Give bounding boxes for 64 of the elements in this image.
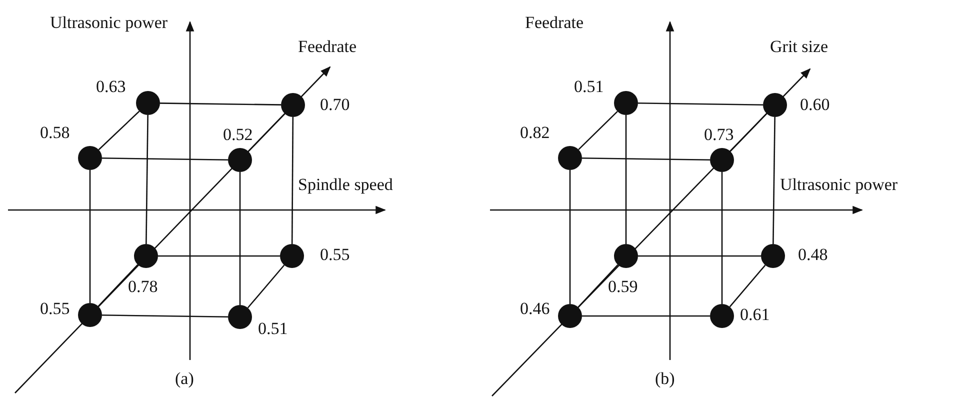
cube-edge <box>247 264 285 308</box>
cube-edge <box>582 158 710 160</box>
axis-label: Ultrasonic power <box>780 176 898 193</box>
cube-edge <box>239 172 241 305</box>
data-point <box>78 303 102 327</box>
value-label: 0.46 <box>520 300 550 317</box>
cube-edge <box>772 117 776 244</box>
cube-edge <box>102 314 228 318</box>
axis-label: Spindle speed <box>298 176 393 193</box>
value-label: 0.82 <box>520 124 550 141</box>
cube-edge <box>160 102 281 106</box>
value-label: 0.55 <box>40 300 70 317</box>
data-point <box>614 244 638 268</box>
panel-label: (a) <box>175 370 194 387</box>
cube-edge <box>638 102 763 106</box>
value-label: 0.70 <box>320 96 350 113</box>
data-point <box>710 148 734 172</box>
data-point <box>228 148 252 172</box>
cube-edge <box>291 117 294 244</box>
panel-label: (b) <box>655 370 675 387</box>
cube-edge <box>89 170 91 303</box>
cube-edge <box>730 113 768 152</box>
cube-edge <box>582 315 710 317</box>
axis-label: Feedrate <box>525 14 584 31</box>
value-label: 0.63 <box>96 78 126 95</box>
cube-edge <box>721 172 723 304</box>
value-label: 0.59 <box>608 278 638 295</box>
cube-edge <box>625 115 627 244</box>
value-label: 0.73 <box>704 126 734 143</box>
cube-edge <box>146 115 148 244</box>
cube-edge <box>98 264 138 307</box>
data-point <box>761 244 785 268</box>
value-label: 0.51 <box>258 320 288 337</box>
data-point <box>614 91 638 115</box>
value-label: 0.55 <box>320 246 350 263</box>
cube-edge <box>729 264 766 308</box>
cube-edge <box>569 170 571 304</box>
value-label: 0.52 <box>223 126 253 143</box>
axis-label: Ultrasonic power <box>50 14 168 31</box>
cube-edge <box>248 113 286 152</box>
axis-label: Grit size <box>770 38 828 55</box>
value-label: 0.61 <box>740 306 770 323</box>
axis-label: Feedrate <box>298 38 357 55</box>
cube-edge <box>158 255 280 257</box>
value-label: 0.78 <box>128 278 158 295</box>
data-point <box>558 146 582 170</box>
value-label: 0.48 <box>798 246 828 263</box>
cube-edge <box>98 110 140 150</box>
data-point <box>136 91 160 115</box>
data-point <box>710 304 734 328</box>
cube-edge <box>578 110 618 150</box>
data-point <box>280 244 304 268</box>
data-point <box>281 93 305 117</box>
data-point <box>228 305 252 329</box>
cube-edge <box>102 158 228 160</box>
value-label: 0.58 <box>40 124 70 141</box>
data-point <box>78 146 102 170</box>
value-label: 0.60 <box>800 96 830 113</box>
data-point <box>763 93 787 117</box>
cube-edge <box>638 255 761 257</box>
cube-edge <box>578 264 618 308</box>
data-point <box>558 304 582 328</box>
value-label: 0.51 <box>574 78 604 95</box>
data-point <box>134 244 158 268</box>
